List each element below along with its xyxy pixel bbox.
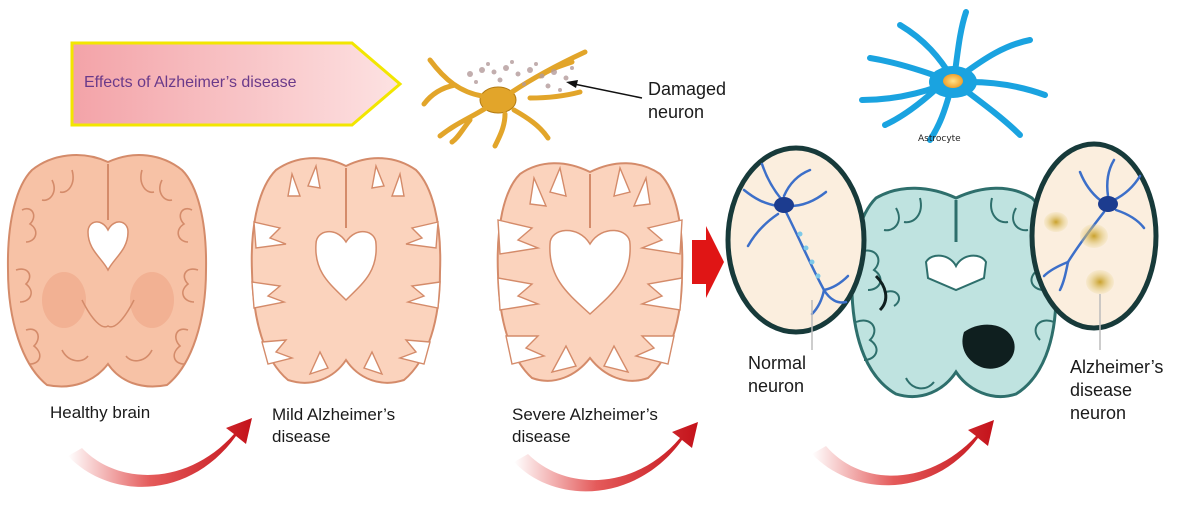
- damaged-neuron-label-line1: Damaged: [648, 78, 726, 101]
- stage-label-healthy-line1: Healthy brain: [50, 402, 150, 424]
- brain-mild: [252, 158, 441, 383]
- stage-label-severe-line1: Severe Alzheimer’s: [512, 404, 658, 426]
- title-banner-text: Effects of Alzheimer’s disease: [84, 74, 297, 92]
- astrocyte-illustration: [862, 12, 1045, 140]
- stage-label-mild-line1: Mild Alzheimer’s: [272, 404, 395, 426]
- alzheimers-neuron-label-line2: disease: [1070, 379, 1163, 402]
- progression-arrow-3: [812, 420, 994, 485]
- brain-healthy: [8, 155, 206, 386]
- damaged-neuron-illustration: [424, 52, 585, 146]
- brain-severe: [498, 163, 683, 381]
- alzheimers-neuron-label-line1: Alzheimer’s: [1070, 356, 1163, 379]
- damaged-neuron-pointer: [566, 80, 642, 98]
- stage-label-severe: Severe Alzheimer’s disease: [512, 404, 658, 448]
- damaged-neuron-label: Damaged neuron: [648, 78, 726, 124]
- normal-neuron-inset: [728, 148, 864, 350]
- brain-teal-cross-section: [852, 188, 1057, 396]
- normal-neuron-label: Normal neuron: [748, 352, 806, 398]
- astrocyte-label: Astrocyte: [918, 134, 961, 144]
- stage-label-healthy: Healthy brain: [50, 402, 150, 424]
- stage-label-mild: Mild Alzheimer’s disease: [272, 404, 395, 448]
- alzheimers-neuron-label: Alzheimer’s disease neuron: [1070, 356, 1163, 425]
- transition-arrow: [692, 226, 724, 298]
- normal-neuron-label-line1: Normal: [748, 352, 806, 375]
- stage-label-severe-line2: disease: [512, 426, 658, 448]
- damaged-neuron-label-line2: neuron: [648, 101, 726, 124]
- normal-neuron-label-line2: neuron: [748, 375, 806, 398]
- stage-label-mild-line2: disease: [272, 426, 395, 448]
- progression-arrow-1: [68, 418, 252, 487]
- alzheimers-neuron-label-line3: neuron: [1070, 402, 1163, 425]
